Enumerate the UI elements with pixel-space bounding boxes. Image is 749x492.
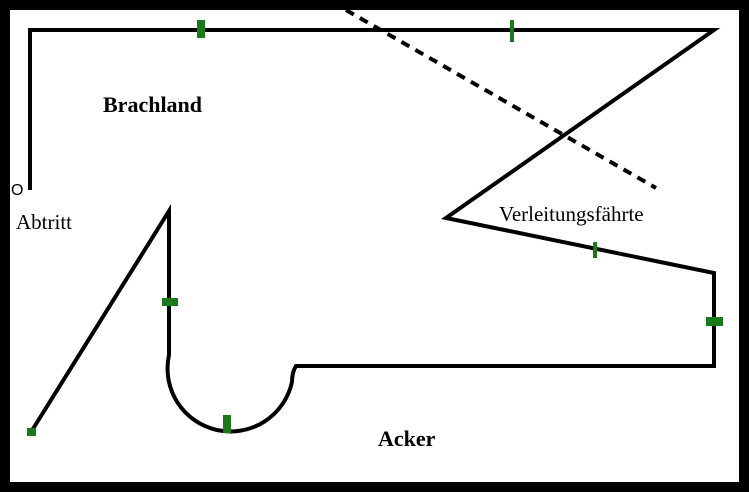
marker-zigzag [593,242,597,258]
marker-top-left [197,20,205,38]
marker-end [27,428,36,436]
marker-right-side [706,317,723,326]
label-abtritt: Abtritt [16,210,72,234]
start-marker-label: O [11,182,24,199]
marker-top-middle [510,20,514,42]
marker-vertical [162,298,178,306]
marker-semicircle [223,415,231,433]
label-brachland: Brachland [103,92,203,117]
verleitung-dashed-line [345,8,657,190]
label-verleitungsfaehrte: Verleitungsfährte [499,202,644,226]
label-acker: Acker [378,426,436,451]
track-line [28,28,721,434]
